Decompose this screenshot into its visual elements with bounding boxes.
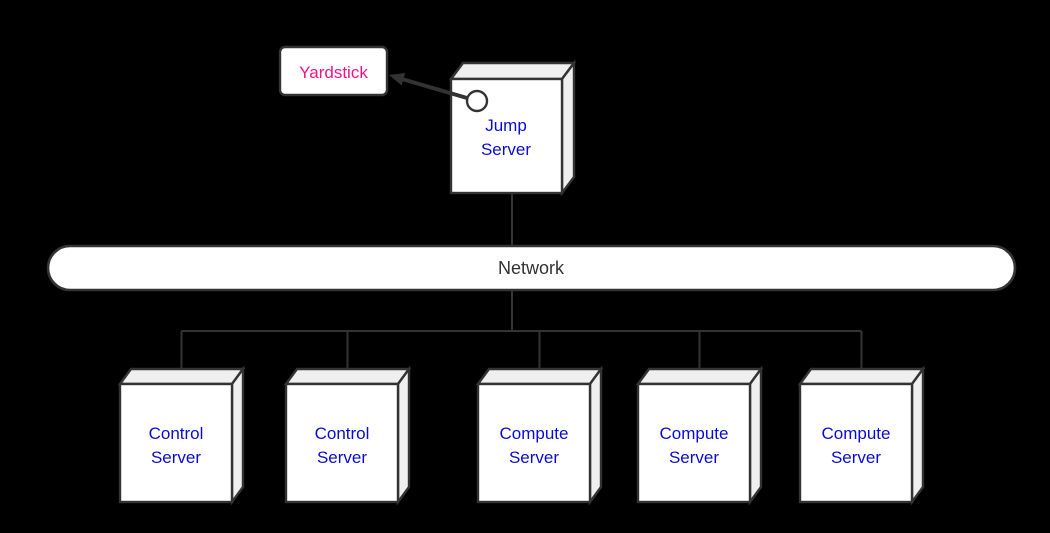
network-shape: [46, 244, 1017, 292]
box-front-face: [476, 382, 592, 504]
server-label-line2: Server: [509, 448, 559, 467]
server-node-compute-1: Compute Server: [475, 365, 604, 506]
server-label-line1: Control: [149, 424, 204, 443]
box-top-face: [283, 367, 412, 386]
yardstick-shape: [278, 45, 389, 97]
yardstick-arrow: [389, 73, 468, 100]
box-front-face: [284, 382, 400, 504]
network-node: Network: [46, 244, 1017, 292]
server-label-line2: Server: [317, 448, 367, 467]
server-node-compute-3: Compute Server: [797, 365, 926, 506]
box-right-face: [748, 365, 763, 506]
box-right-face: [396, 365, 411, 506]
box-front-face: [449, 77, 564, 195]
yardstick-node: Yardstick: [278, 45, 389, 97]
box-right-face: [588, 365, 603, 506]
server-label-line1: Compute: [822, 424, 891, 443]
arrow-head-icon: [389, 73, 406, 86]
server-label-line1: Control: [315, 424, 370, 443]
box-top-face: [475, 367, 604, 386]
box-top-face: [117, 367, 246, 386]
server-node-control-1: Control Server: [117, 365, 246, 506]
links: [180, 193, 863, 379]
jump-server-node: Jump Server: [448, 59, 577, 197]
box-right-face: [560, 59, 576, 197]
server-label-line1: Compute: [660, 424, 729, 443]
server-node-compute-2: Compute Server: [635, 365, 764, 506]
port-circle-icon: [465, 89, 489, 113]
box-top-face: [635, 367, 764, 386]
network-label: Network: [498, 258, 565, 278]
arrow-shaft: [401, 77, 468, 100]
box-front-face: [118, 382, 234, 504]
jump-server-label-line2: Server: [481, 140, 531, 159]
box-right-face: [910, 365, 925, 506]
box-right-face: [230, 365, 245, 506]
server-node-control-2: Control Server: [283, 365, 412, 506]
box-top-face: [797, 367, 926, 386]
yardstick-label: Yardstick: [299, 63, 368, 82]
server-label-line2: Server: [151, 448, 201, 467]
box-top-face: [448, 61, 577, 81]
jump-server-label-line1: Jump: [485, 116, 527, 135]
box-front-face: [798, 382, 914, 504]
server-label-line2: Server: [669, 448, 719, 467]
box-front-face: [636, 382, 752, 504]
server-label-line2: Server: [831, 448, 881, 467]
server-label-line1: Compute: [500, 424, 569, 443]
